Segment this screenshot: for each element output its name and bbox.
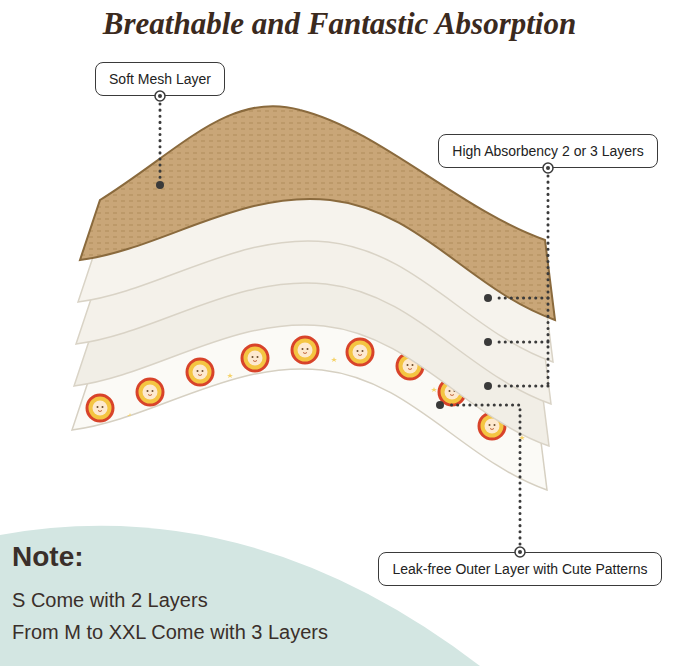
leader-marker — [543, 163, 553, 173]
diagram-title: Breathable and Fantastic Absorption — [103, 6, 576, 42]
leader-dots — [156, 181, 492, 409]
callout-box: Soft Mesh Layer — [95, 62, 225, 96]
leader-marker — [515, 547, 525, 557]
note-background — [0, 526, 480, 666]
callout-box: High Absorbency 2 or 3 Layers — [438, 134, 658, 168]
callout-label: Leak-free Outer Layer with Cute Patterns — [392, 561, 647, 577]
leader-marker — [155, 91, 165, 101]
callout-box: Leak-free Outer Layer with Cute Patterns — [378, 552, 662, 586]
leader-lines — [160, 104, 548, 544]
note-line: S Come with 2 Layers — [12, 588, 480, 612]
callout-label: Soft Mesh Layer — [109, 71, 211, 87]
title-area: Breathable and Fantastic Absorption — [0, 0, 679, 42]
callout-label: High Absorbency 2 or 3 Layers — [452, 143, 643, 159]
note-line: From M to XXL Come with 3 Layers — [12, 620, 480, 644]
